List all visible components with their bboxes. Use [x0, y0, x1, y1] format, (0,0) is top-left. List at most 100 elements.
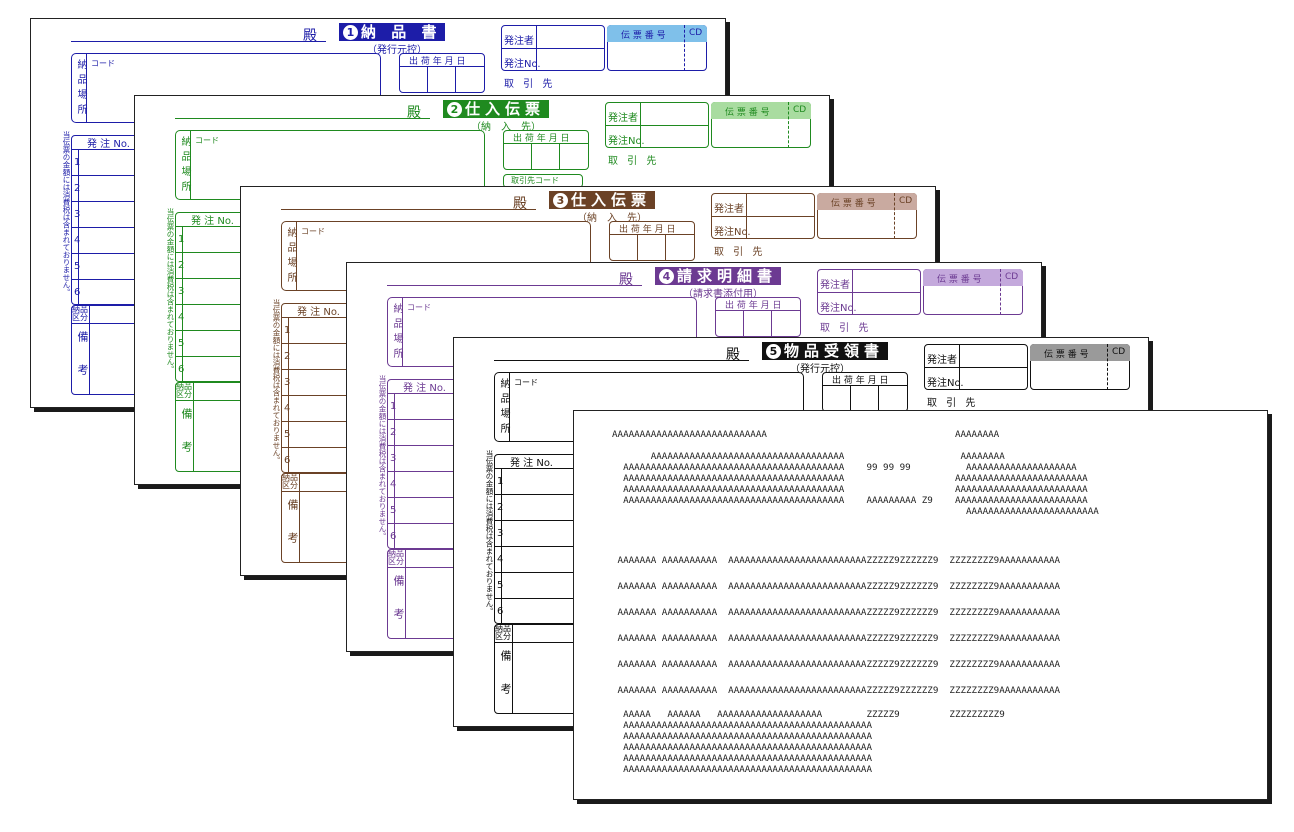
ship-date-col1: [743, 310, 744, 337]
order-line-row: [494, 598, 614, 599]
order-line-row: [71, 227, 191, 228]
ship-date-col1: [531, 143, 532, 170]
order-line-row: [175, 330, 295, 331]
order-line-row: [494, 520, 614, 521]
form-subtitle: （発行元控）: [367, 45, 427, 56]
orderer-col: [959, 344, 960, 390]
slip-number-header: [923, 269, 1023, 286]
addressee-line: [387, 285, 642, 286]
orderer-divider: [924, 367, 1028, 368]
slip-number-header: [817, 193, 917, 210]
delivery-place-divider: [402, 297, 403, 367]
orderer-divider: [501, 48, 605, 49]
form-subtitle: （納 入 先）: [577, 213, 647, 224]
remarks-col: [89, 305, 90, 395]
slip-number-header: [711, 102, 811, 119]
order-line-number: 5: [497, 580, 504, 591]
order-line-number: 3: [74, 209, 81, 220]
code-label: コード: [301, 227, 325, 236]
remarks-label: 備考: [499, 650, 512, 716]
order-line-row: [71, 149, 191, 150]
order-line-row: [281, 421, 401, 422]
print-footer-line: AAAAAAAAAAAAAAAAAAAAAAAAAAAAAAAAAAAAAAAA…: [612, 720, 872, 731]
addressee-line: [175, 118, 430, 119]
order-line-num-col: [501, 468, 502, 624]
order-line-number: 2: [74, 183, 81, 194]
order-line-row: [494, 494, 614, 495]
remarks-col: [405, 549, 406, 639]
order-line-row: [281, 317, 401, 318]
slip-number-header: [607, 25, 707, 42]
delivery-place-label: 納品場所: [75, 59, 86, 119]
supplier-label: 取 引 先: [927, 398, 979, 409]
form-title-text: 請求明細書: [677, 267, 778, 285]
remarks-label: 備考: [76, 331, 89, 397]
print-detail-line: AAAAAAA AAAAAAAAAA AAAAAAAAAAAAAAAAAAAAA…: [612, 581, 1061, 592]
order-no-label: 発注No.: [504, 59, 541, 70]
code-label: コード: [514, 378, 538, 387]
remarks-divider: [387, 567, 507, 568]
delivery-category-label: 納品区分: [495, 624, 511, 641]
code-label: コード: [195, 136, 219, 145]
ship-date-box: [399, 53, 485, 93]
delivery-category-label: 納品区分: [388, 549, 404, 566]
order-line-num-col: [394, 393, 395, 549]
orderer-divider: [817, 292, 921, 293]
remarks-divider: [494, 642, 614, 643]
order-no-column-header: 発 注 No.: [191, 216, 234, 227]
order-line-num-col: [182, 226, 183, 382]
print-footer-line: AAAAAAAAAAAAAAAAAAAAAAAAAAAAAAAAAAAAAAAA…: [612, 742, 872, 753]
slip-number-label: 伝 票 番 号: [937, 275, 982, 285]
print-header-line: AAAAAAAAAAAAAAAAAAAAAAAAAAAAAAAAAAAAAAAA…: [612, 473, 1088, 484]
print-detail-line: AAAAAAA AAAAAAAAAA AAAAAAAAAAAAAAAAAAAAA…: [612, 607, 1061, 618]
order-line-number: 5: [390, 505, 397, 516]
remarks-col: [193, 382, 194, 472]
order-line-row: [494, 546, 614, 547]
order-line-number: 5: [178, 338, 185, 349]
order-no-label: 発注No.: [608, 136, 645, 147]
order-line-row: [175, 356, 295, 357]
cd-divider: [894, 193, 895, 239]
supplier-label: 取 引 先: [504, 79, 556, 90]
tax-note: 当伝票の金額には消費税は含まれておりません。: [272, 299, 281, 464]
delivery-place-label: 納品場所: [391, 303, 402, 363]
print-preview-sheet: AAAAAAAAAAAAAAAAAAAAAAAAAAAA AAAAAAAA AA…: [573, 410, 1268, 800]
order-line-number: 3: [178, 286, 185, 297]
form-number-badge: 3: [553, 193, 568, 208]
order-line-row: [175, 252, 295, 253]
order-line-number: 6: [178, 364, 185, 375]
order-line-number: 5: [284, 429, 291, 440]
ship-date-col2: [559, 143, 560, 170]
remarks-divider: [175, 400, 295, 401]
order-line-row: [281, 369, 401, 370]
ship-date-label: 出 荷 年 月 日: [513, 134, 570, 144]
slip-number-label: 伝 票 番 号: [831, 199, 876, 209]
order-line-number: 6: [497, 606, 504, 617]
orderer-label: 発注者: [820, 280, 850, 291]
order-line-number: 6: [390, 531, 397, 542]
form-title-text: 納 品 書: [361, 23, 442, 41]
order-line-number: 1: [74, 157, 81, 168]
delivery-category-label: 納品区分: [282, 473, 298, 490]
order-line-row: [387, 393, 507, 394]
dono-label: 殿: [726, 347, 740, 363]
remarks-divider: [71, 323, 191, 324]
supplier-label: 取 引 先: [714, 247, 766, 258]
orderer-divider: [711, 216, 815, 217]
ship-date-box: [609, 221, 695, 261]
remarks-col: [299, 473, 300, 563]
ship-date-label: 出 荷 年 月 日: [832, 376, 889, 386]
order-line-number: 4: [390, 479, 397, 490]
order-line-number: 2: [497, 502, 504, 513]
ship-date-col2: [455, 66, 456, 93]
order-line-row: [71, 201, 191, 202]
ship-date-col1: [637, 234, 638, 261]
print-header-line: AAAAAAAAAAAAAAAAAAAAAAAAAAAAAAAAAAA AAAA…: [612, 451, 1005, 462]
slip-number-label: 伝 票 番 号: [621, 31, 666, 41]
delivery-category-label: 納品区分: [72, 305, 88, 322]
order-line-row: [175, 304, 295, 305]
order-line-number: 5: [74, 261, 81, 272]
order-line-row: [387, 419, 507, 420]
